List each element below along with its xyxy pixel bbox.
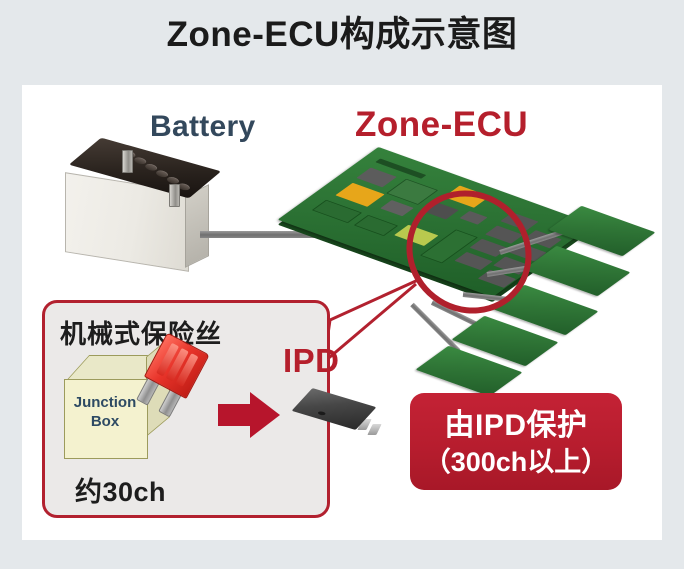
battery-label: Battery xyxy=(150,110,256,143)
pcb-component xyxy=(311,199,363,224)
ipd-label: IPD xyxy=(283,342,340,379)
pcb-component xyxy=(335,182,385,207)
junction-box-label-line1: Junction xyxy=(73,394,137,411)
pcb-component xyxy=(356,167,397,188)
callout-line-2: （300ch以上） xyxy=(423,447,609,477)
battery-terminal-positive xyxy=(122,150,133,173)
junction-box-label: Junction Box xyxy=(64,393,146,431)
junction-box-illustration: Junction Box xyxy=(60,336,174,465)
inset-heading: 机械式保险丝 xyxy=(60,319,223,349)
junction-box-front-face xyxy=(64,379,148,459)
chip-lead xyxy=(367,424,382,435)
ipd-chip-illustration xyxy=(291,388,382,444)
callout-line-1: 由IPD保护 xyxy=(444,409,588,442)
junction-box-label-line2: Box xyxy=(90,413,120,430)
arrow-tail xyxy=(218,404,252,426)
battery-terminal-negative xyxy=(169,184,180,207)
pcb-component xyxy=(380,200,414,217)
fuse-channel-count: 约30ch xyxy=(75,477,167,507)
arrow-head xyxy=(250,392,280,438)
battery-power-cable xyxy=(200,231,330,238)
pcb-component xyxy=(353,214,399,237)
zone-ecu-label: Zone-ECU xyxy=(355,105,529,144)
chip-pin1-marker xyxy=(316,410,327,416)
transition-arrow-icon xyxy=(218,392,280,438)
page-title: Zone-ECU构成示意图 xyxy=(166,15,518,54)
ipd-protection-callout xyxy=(410,393,622,490)
battery-illustration xyxy=(57,137,222,272)
